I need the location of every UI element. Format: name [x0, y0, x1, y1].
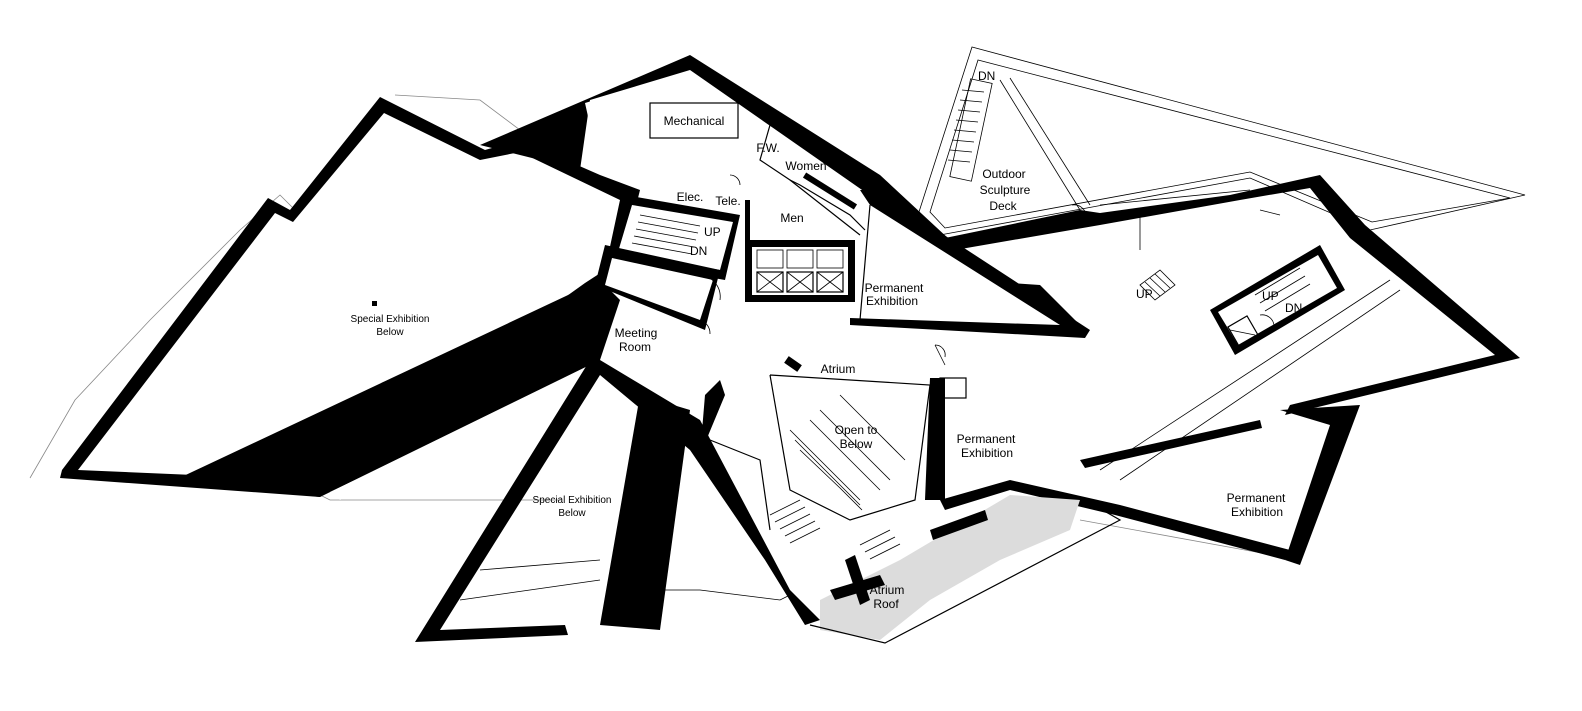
label-special-left-1: Special Exhibition — [351, 314, 430, 325]
label-outdoor-3: Deck — [989, 199, 1017, 213]
wing-special-exhibition-left — [60, 97, 640, 500]
label-meeting-2: Room — [619, 340, 651, 354]
label-atrium-roof-1: Atrium — [870, 583, 905, 597]
stair-mark-up-right: UP — [1262, 289, 1279, 303]
stair-mark-dn-right: DN — [1285, 301, 1302, 315]
restroom-elevator-block — [745, 124, 866, 302]
label-special-bottom-2: Below — [558, 508, 586, 519]
label-outdoor-1: Outdoor — [982, 167, 1025, 181]
label-women: Women — [785, 159, 826, 173]
label-outdoor-2: Sculpture — [980, 183, 1031, 197]
label-fw: F.W. — [756, 141, 779, 155]
stair-mark-dn-left: DN — [690, 244, 707, 258]
atrium-roof — [809, 495, 1122, 644]
label-men: Men — [780, 211, 803, 225]
label-open-1: Open to — [835, 423, 878, 437]
label-elec: Elec. — [677, 190, 704, 204]
wing-right — [940, 175, 1520, 565]
label-permanent-right-1: Permanent — [1227, 491, 1286, 505]
label-meeting-1: Meeting — [615, 326, 658, 340]
atrium-bleachers — [789, 394, 906, 511]
label-tele: Tele. — [715, 194, 740, 208]
wing-special-exhibition-bottom — [415, 360, 820, 642]
label-special-bottom-1: Special Exhibition — [533, 495, 612, 506]
label-permanent-top-1: Permanent — [865, 281, 924, 295]
door-swings — [699, 174, 1275, 358]
label-permanent-mid-1: Permanent — [957, 432, 1016, 446]
label-special-left-2: Below — [376, 327, 404, 338]
stair-right-small — [1139, 269, 1176, 301]
stair-core-right — [1210, 245, 1345, 355]
atrium-stair — [769, 499, 901, 560]
label-open-2: Below — [840, 437, 873, 451]
wing-permanent-top — [850, 190, 1090, 338]
deck-stair — [947, 78, 993, 182]
mechanical-room — [649, 102, 739, 139]
label-atrium-roof-2: Roof — [873, 597, 899, 611]
label-permanent-mid-2: Exhibition — [961, 446, 1013, 460]
stair-mark-up-left: UP — [704, 225, 721, 239]
stair-core-left — [595, 195, 740, 330]
label-mechanical: Mechanical — [664, 114, 725, 128]
label-permanent-top-2: Exhibition — [866, 294, 918, 308]
marker-square — [372, 301, 377, 306]
label-atrium: Atrium — [821, 362, 856, 376]
stair-mark-dn-deck: DN — [978, 69, 995, 83]
stair-left — [631, 214, 701, 255]
atrium-area — [769, 344, 967, 560]
service-core-top — [480, 55, 950, 248]
label-permanent-right-2: Exhibition — [1231, 505, 1283, 519]
stair-mark-up-mid: UP — [1136, 287, 1153, 301]
outdoor-deck — [917, 46, 1526, 236]
